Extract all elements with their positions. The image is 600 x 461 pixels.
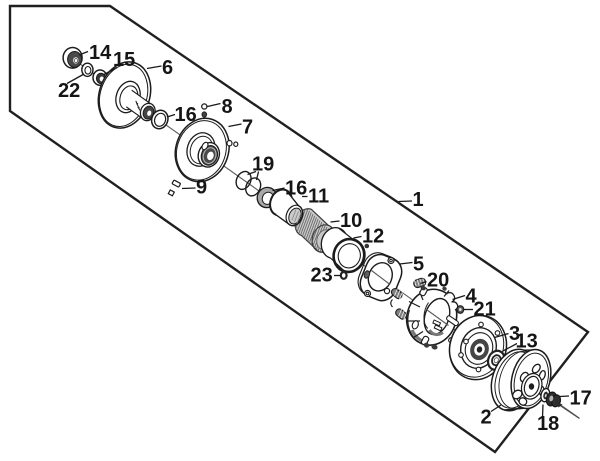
svg-text:12: 12 bbox=[362, 225, 384, 247]
svg-text:20: 20 bbox=[427, 270, 449, 292]
svg-text:16: 16 bbox=[175, 104, 197, 126]
svg-text:5: 5 bbox=[413, 254, 424, 276]
svg-text:17: 17 bbox=[570, 388, 592, 410]
svg-text:14: 14 bbox=[89, 42, 112, 64]
svg-text:7: 7 bbox=[242, 117, 253, 139]
svg-text:22: 22 bbox=[58, 80, 80, 102]
svg-text:16: 16 bbox=[285, 178, 307, 200]
svg-text:1: 1 bbox=[413, 189, 424, 211]
svg-text:13: 13 bbox=[516, 331, 538, 353]
svg-text:19: 19 bbox=[252, 154, 274, 176]
svg-text:18: 18 bbox=[537, 413, 559, 435]
svg-text:10: 10 bbox=[340, 210, 362, 232]
svg-text:23: 23 bbox=[311, 265, 333, 287]
svg-text:8: 8 bbox=[222, 96, 233, 118]
svg-text:11: 11 bbox=[308, 186, 329, 208]
svg-text:3: 3 bbox=[509, 323, 520, 345]
svg-text:9: 9 bbox=[196, 177, 207, 199]
svg-text:15: 15 bbox=[113, 49, 135, 71]
svg-text:4: 4 bbox=[466, 286, 478, 308]
svg-text:21: 21 bbox=[474, 299, 496, 321]
svg-text:6: 6 bbox=[162, 57, 173, 79]
svg-text:2: 2 bbox=[481, 407, 492, 429]
